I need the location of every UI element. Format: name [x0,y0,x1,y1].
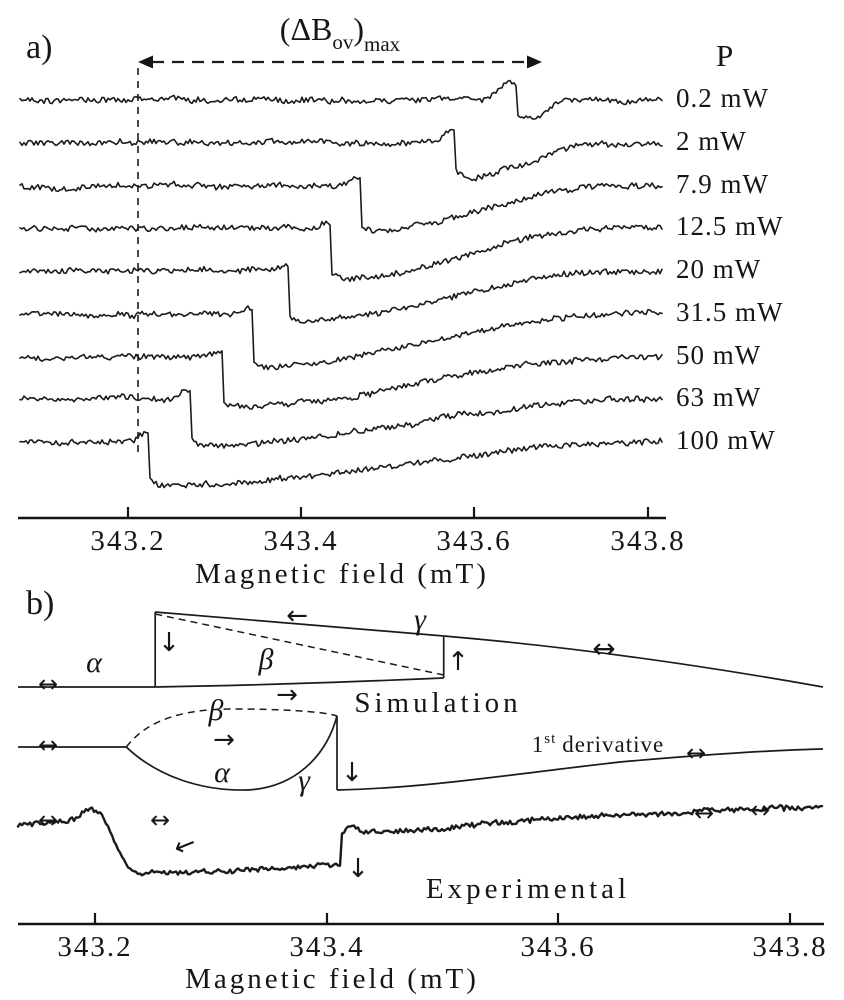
power-label: 20 mW [676,254,761,284]
sweep-both-ways-arrow-icon: ↔ [592,632,615,665]
deriv-forward-branch-alpha [125,715,338,791]
x-tick-label: 343.6 [436,525,511,557]
epr-trace-7.9mW [19,176,663,234]
hysteresis-curves [16,611,824,877]
epr-trace-100mW [19,430,663,489]
bracket-label-sub-ov: ov [332,30,354,54]
x-axis-a: 343.2 343.4 343.6 343.8 Magnetic field (… [18,507,685,590]
sweep-both-ways-arrow-icon: ↔ [150,806,170,834]
epr-trace-31.5mW [19,305,663,371]
branch-label-gamma: γ [414,603,427,636]
epr-trace-12.5mW [19,220,663,283]
power-label: 12.5 mW [676,211,784,241]
panel-a-label: a) [26,29,52,66]
epr-power-traces [19,79,663,489]
branch-label-beta: β [208,694,224,727]
bracket-label-sub-max: max [364,32,401,56]
bracket-label-main: (ΔB [280,11,333,47]
x-tick-label: 343.2 [90,525,165,557]
deriv-reverse-branch-beta [125,708,338,748]
x-tick-label: 343.8 [752,931,827,963]
sim-lower-branch [155,677,444,688]
power-label: 7.9 mW [676,169,769,199]
power-labels: 0.2 mW 2 mW 7.9 mW 12.5 mW 20 mW 31.5 mW… [676,83,784,455]
epr-trace-2mW [19,128,663,182]
overshoot-width-label: (ΔBov)max [280,11,401,56]
power-column-header: P [716,38,733,73]
x-tick-label: 343.4 [289,931,364,963]
experimental-label: Experimental [426,873,630,905]
epr-trace-20mW [19,263,663,324]
experimental-trace [16,804,824,877]
derivative-label-ordinal: st [544,731,556,747]
branch-label-gamma: γ [298,764,311,797]
branch-label-alpha: α [86,646,103,679]
jump-down-arrow-icon: ↓ [341,758,363,788]
power-label: 31.5 mW [676,297,784,327]
epr-trace-50mW [19,350,663,410]
x-axis-title: Magnetic field (mT) [195,558,489,590]
panel-a: a) (ΔBov)max P 0.2 mW 2 mW 7.9 mW 12.5 m… [18,11,784,590]
bracket-label-close: ) [353,11,364,47]
sweep-both-ways-arrow-icon: ↔ [38,806,58,834]
sweep-right-arrow-icon: → [276,680,298,710]
epr-trace-0.2mW [19,79,663,120]
sim-upper-branch-gamma [155,611,824,688]
power-label: 100 mW [676,425,776,455]
x-tick-label: 343.2 [57,931,132,963]
x-tick-label: 343.6 [520,931,595,963]
power-label: 0.2 mW [676,83,769,113]
power-label: 63 mW [676,382,761,412]
epr-trace-63mW [19,389,663,449]
sim-unstable-branch-beta [155,613,444,676]
first-derivative-label: 1st derivative [532,731,664,757]
branch-label-beta: β [258,643,274,676]
jump-down-arrow-icon: ↓ [347,854,369,884]
sweep-right-arrow-icon: → [213,725,235,755]
sweep-both-ways-arrow-icon: ↔ [38,731,58,759]
deriv-recovery-tail [336,748,824,791]
sweep-left-arrow-icon: ← [286,601,308,631]
jump-down-arrow-icon: ↓ [158,628,180,658]
x-axis-title: Magnetic field (mT) [185,963,479,995]
x-axis-b: 343.2 343.4 343.6 343.8 Magnetic field (… [18,913,827,995]
derivative-label-word: derivative [562,732,664,757]
span-arrowhead-right-icon [527,55,542,69]
sweep-left-arrow-icon: ← [169,828,200,864]
power-label: 2 mW [676,126,747,156]
x-tick-label: 343.4 [263,525,338,557]
derivative-label-number: 1 [532,732,545,757]
sweep-both-ways-arrow-icon: ↔ [750,796,770,824]
panel-b: b) Simulation 1st derivative Experimental… [16,585,827,995]
sweep-both-ways-arrow-icon: ↔ [686,739,706,767]
jump-up-arrow-icon: ↑ [447,647,469,677]
span-arrowhead-left-icon [138,55,153,69]
simulation-label: Simulation [354,687,521,719]
power-label: 50 mW [676,340,761,370]
sweep-both-ways-arrow-icon: ↔ [38,670,58,698]
sweep-both-ways-arrow-icon: ↔ [694,799,714,827]
branch-label-alpha: α [214,756,231,789]
x-tick-label: 343.8 [610,525,685,557]
panel-b-label: b) [26,585,54,622]
